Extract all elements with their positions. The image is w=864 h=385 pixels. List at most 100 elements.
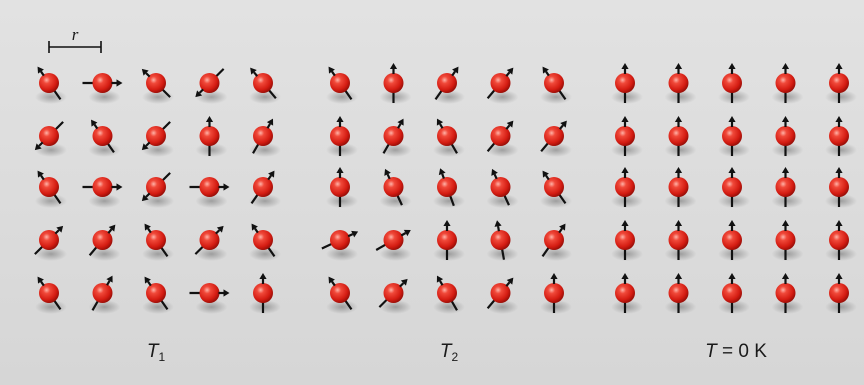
spin-sphere xyxy=(615,283,635,303)
spin-sphere xyxy=(544,283,564,303)
spin-sphere xyxy=(437,126,457,146)
spin xyxy=(379,168,412,208)
spin-sphere xyxy=(146,126,166,146)
spin-shadow xyxy=(611,90,643,104)
spin xyxy=(141,172,174,208)
spin xyxy=(249,67,281,104)
spin-shaft xyxy=(145,72,151,78)
spin-sphere xyxy=(146,230,166,250)
spin-arrowhead xyxy=(835,167,843,173)
spin-shadow xyxy=(486,143,519,157)
spin-arrowhead xyxy=(438,168,446,176)
spin-sphere xyxy=(92,126,113,146)
spin xyxy=(142,276,174,314)
spin-arrowhead xyxy=(835,220,843,226)
spin xyxy=(189,177,230,208)
spin xyxy=(142,223,174,261)
spin xyxy=(664,116,697,157)
spin-shadow xyxy=(718,90,750,104)
spin-arrowhead xyxy=(268,170,275,178)
spin xyxy=(249,170,281,208)
spin-sphere xyxy=(383,73,404,93)
spin xyxy=(718,167,750,208)
spin-sphere xyxy=(253,230,273,250)
spin-shadow xyxy=(379,300,412,314)
spin-sphere xyxy=(615,177,635,197)
spin-arrowhead xyxy=(108,224,116,232)
spin-shaft xyxy=(267,174,272,181)
spin xyxy=(326,167,358,208)
spin-sphere xyxy=(490,283,511,303)
spin-sphere xyxy=(490,230,511,250)
spin-shadow xyxy=(611,247,643,261)
spin-arrowhead xyxy=(621,116,629,122)
spin-arrowhead xyxy=(141,143,149,151)
spin-arrays xyxy=(34,63,857,314)
spin-shadow xyxy=(433,194,465,208)
spin xyxy=(540,120,572,157)
spin xyxy=(718,273,750,314)
spin-shadow xyxy=(433,300,465,314)
spin-arrowhead xyxy=(621,63,629,69)
spin xyxy=(718,116,750,157)
spin-sphere xyxy=(544,230,564,250)
spin-sphere xyxy=(330,177,350,197)
spin xyxy=(664,273,697,314)
spin-sphere xyxy=(199,126,220,146)
spin xyxy=(825,220,857,261)
spin-sphere xyxy=(668,283,689,303)
spin-arrowhead xyxy=(328,276,335,284)
panel-label-t0-main: T xyxy=(705,341,718,362)
spin-arrowhead xyxy=(37,276,44,284)
spin-sphere xyxy=(437,73,457,93)
spin-shaft xyxy=(558,227,563,234)
spin-shaft xyxy=(253,71,259,77)
panel-label-t1-main: T xyxy=(147,341,160,362)
spin-sphere xyxy=(668,177,689,197)
spin xyxy=(486,220,519,261)
spin-arrowhead xyxy=(251,223,258,231)
spin-shadow xyxy=(433,247,465,261)
spin-shaft xyxy=(505,71,511,77)
spin-shadow xyxy=(195,300,228,314)
spin-shadow xyxy=(249,247,281,261)
spin-shaft xyxy=(106,280,111,286)
spin-shadow xyxy=(486,194,519,208)
spin xyxy=(375,229,412,261)
spin-shaft xyxy=(198,88,204,94)
spin-sphere xyxy=(199,283,220,303)
spin xyxy=(249,118,281,157)
spin-sphere xyxy=(437,283,457,303)
spin xyxy=(540,66,572,104)
spin-arrowhead xyxy=(106,275,113,283)
spin-sphere xyxy=(330,73,350,93)
spin-sphere xyxy=(615,73,635,93)
spin-arrowhead xyxy=(37,66,44,74)
spin-sphere xyxy=(92,230,113,250)
spin-arrowhead xyxy=(436,275,444,283)
spin-panel-t1 xyxy=(34,66,281,314)
spin-shadow xyxy=(486,300,519,314)
spin-shadow xyxy=(718,194,750,208)
spin-sphere xyxy=(490,177,511,197)
spin-shaft xyxy=(441,173,445,179)
spin-shaft xyxy=(93,123,99,130)
spin-shadow xyxy=(540,143,572,157)
scale-bar-label: r xyxy=(72,25,79,44)
spin-arrowhead xyxy=(621,220,629,226)
spin-arrowhead xyxy=(452,66,459,74)
spin xyxy=(486,67,519,104)
spin xyxy=(82,177,123,208)
spin xyxy=(326,66,358,104)
spin-sphere xyxy=(253,73,273,93)
spin-arrowhead xyxy=(389,63,398,69)
spin-arrowhead xyxy=(56,225,64,233)
spin-arrowhead xyxy=(674,273,683,279)
spin xyxy=(771,63,804,104)
spin-shadow xyxy=(540,300,572,314)
spin-shaft xyxy=(558,124,564,130)
spin-shadow xyxy=(326,300,358,314)
spin-arrowhead xyxy=(351,230,359,238)
spin-arrowhead xyxy=(728,116,736,122)
spin xyxy=(771,273,804,314)
